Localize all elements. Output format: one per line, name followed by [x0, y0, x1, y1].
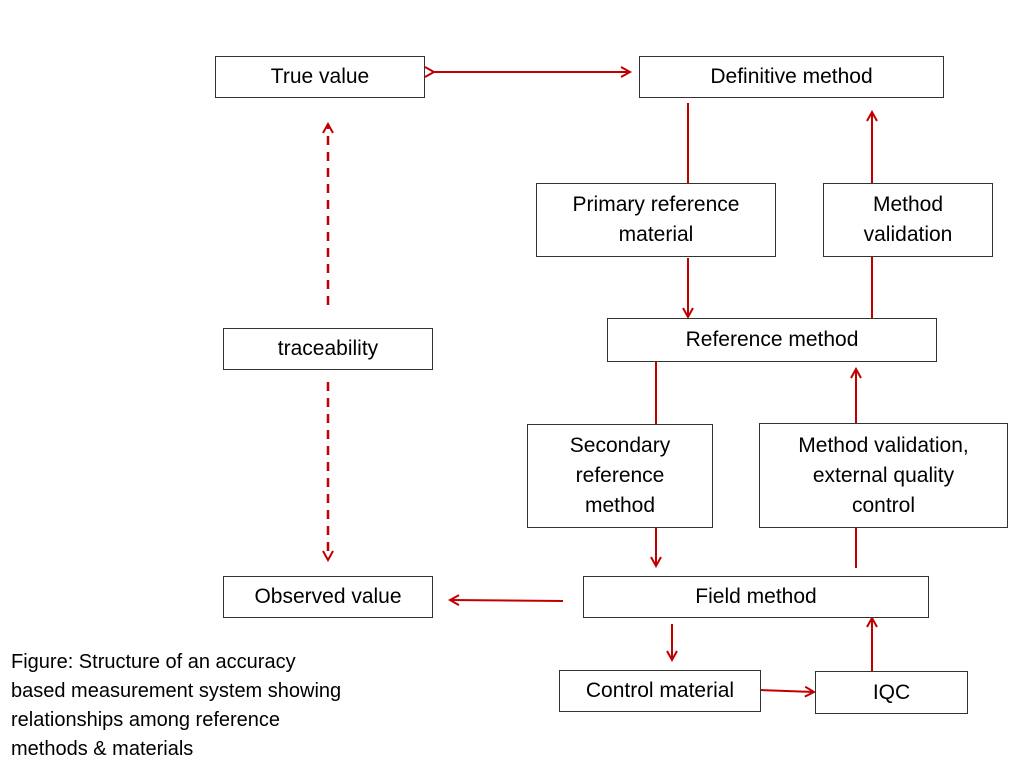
traceability-label: traceability: [277, 337, 379, 360]
definitive-method-label: Definitive method: [710, 65, 873, 88]
method-validation-box: Method validation: [823, 183, 993, 257]
iqc-box: IQC: [815, 671, 968, 714]
observed-value-box: Observed value: [223, 576, 433, 618]
true-value-label: True value: [270, 65, 370, 88]
arrow-control-to-iqc: [759, 690, 814, 692]
control-material-box: Control material: [559, 670, 761, 712]
reference-method-box: Reference method: [607, 318, 937, 362]
secondary-reference-method-label: Secondary reference method: [569, 434, 671, 517]
true-value-box: True value: [215, 56, 425, 98]
observed-value-label: Observed value: [254, 585, 402, 608]
field-method-box: Field method: [583, 576, 929, 618]
method-validation-eqc-label: Method validation, external quality cont…: [798, 433, 969, 517]
method-validation-label: Method validation: [863, 193, 953, 246]
primary-reference-material-label: Primary reference material: [572, 193, 740, 246]
definitive-method-box: Definitive method: [639, 56, 944, 98]
control-material-label: Control material: [585, 679, 735, 702]
reference-method-label: Reference method: [685, 328, 859, 351]
primary-reference-material-box: Primary reference material: [536, 183, 776, 257]
iqc-label: IQC: [872, 680, 911, 704]
arrow-field-to-observed: [450, 600, 564, 601]
method-validation-eqc-box: Method validation, external quality cont…: [759, 423, 1008, 528]
figure-caption: Figure: Structure of an accuracy based m…: [11, 651, 342, 760]
traceability-box: traceability: [223, 328, 433, 370]
field-method-label: Field method: [695, 585, 817, 608]
secondary-reference-method-box: Secondary reference method: [527, 424, 713, 528]
